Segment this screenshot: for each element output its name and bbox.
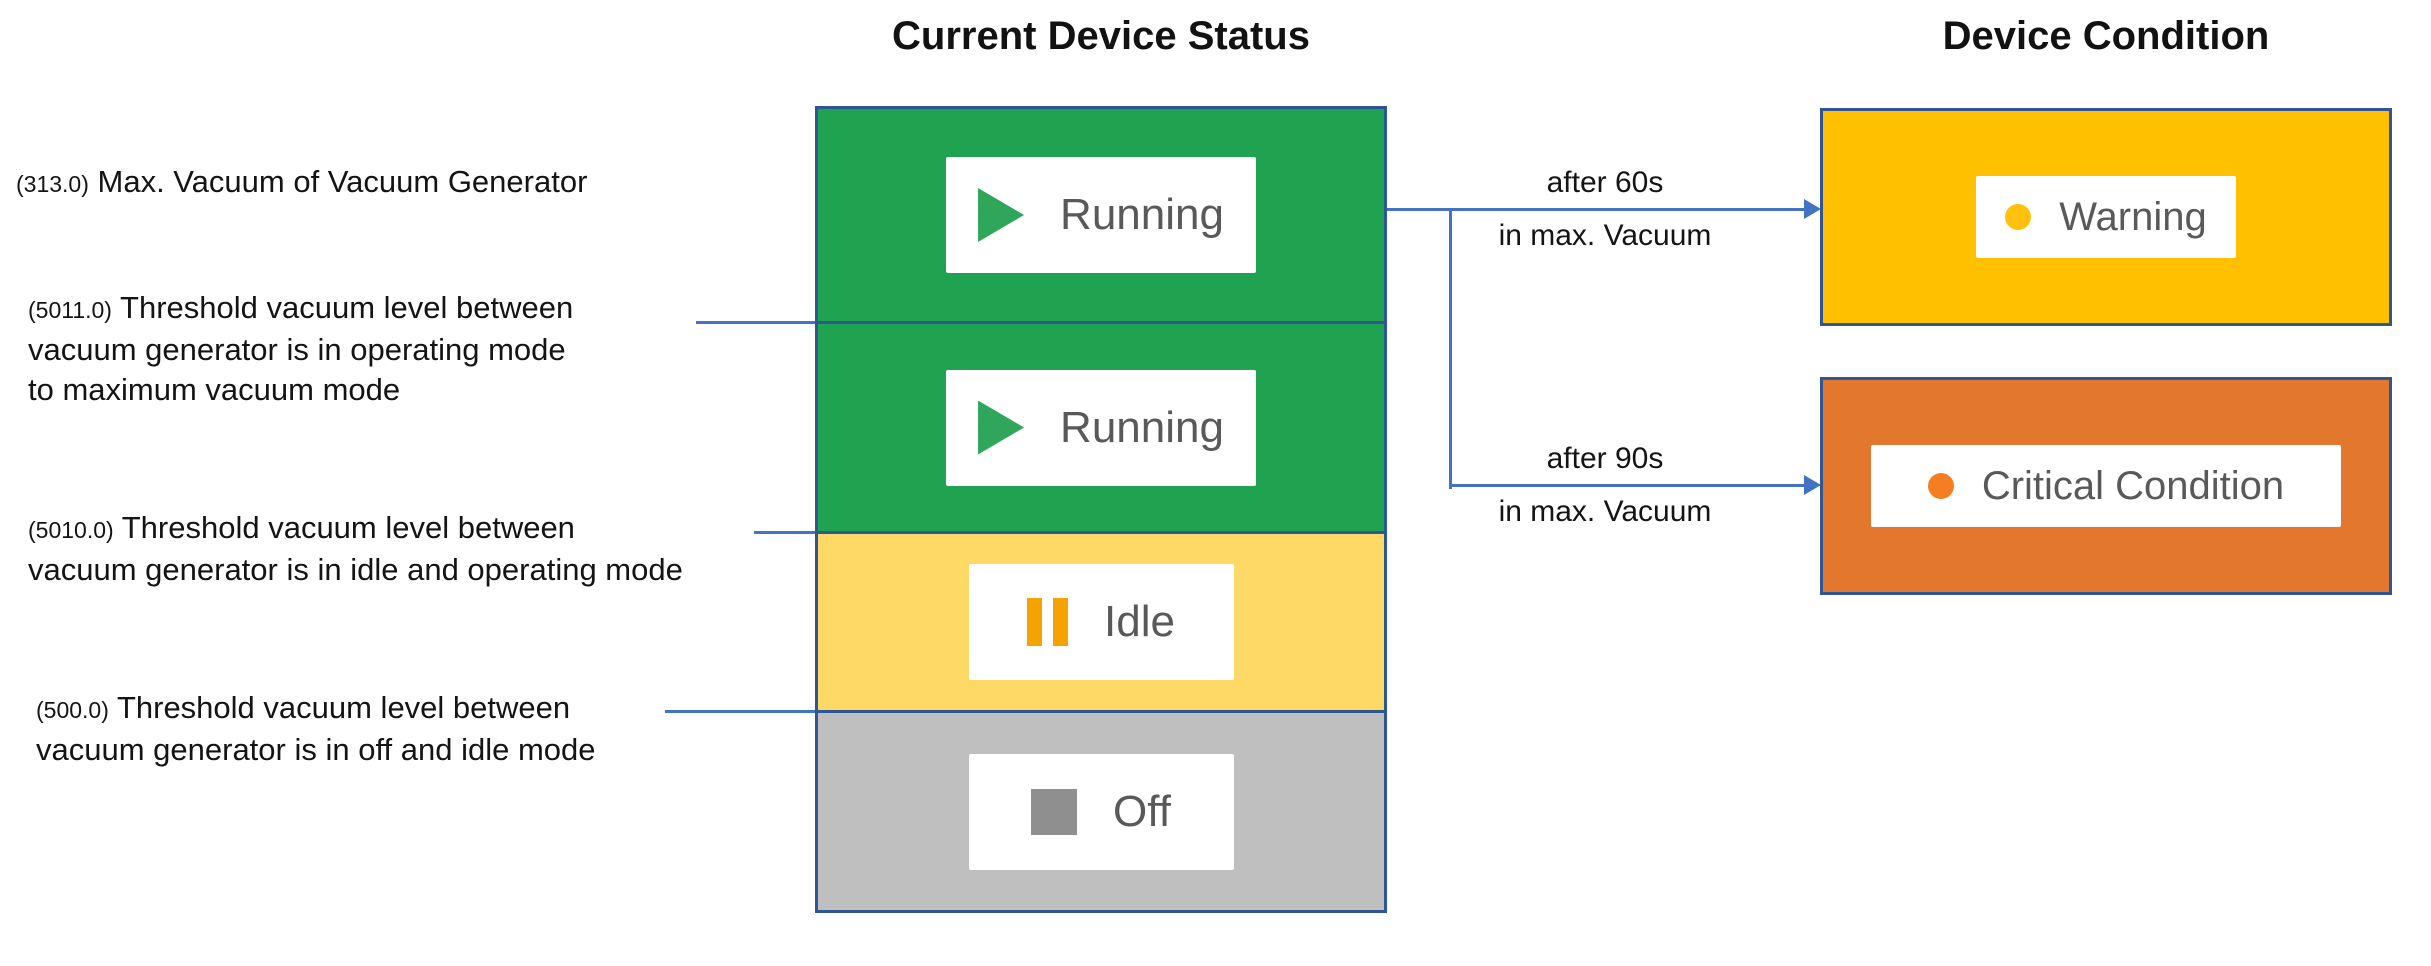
running-label: Running — [1060, 402, 1224, 452]
transition-arrow-warning — [1387, 208, 1806, 211]
threshold-note-operating-to-max: (5011.0) Threshold vacuum level between … — [28, 288, 573, 410]
threshold-line: to maximum vacuum mode — [28, 372, 401, 407]
threshold-line: vacuum generator is in operating mode — [28, 332, 566, 367]
transition-duration-label: after 60s — [1546, 166, 1664, 199]
pause-icon — [1027, 598, 1069, 646]
status-segment-running-max: Running — [815, 106, 1387, 324]
status-segment-off: Off — [815, 710, 1387, 913]
critical-condition-box: Critical Condition — [1820, 377, 2392, 595]
status-segment-idle: Idle — [815, 531, 1387, 713]
device-condition-title: Device Condition — [1942, 14, 2270, 58]
play-icon — [978, 188, 1025, 242]
threshold-line: (313.0) Max. Vacuum of Vacuum Generator — [16, 164, 588, 199]
threshold-connector-line — [754, 531, 815, 534]
threshold-connector-line — [665, 710, 815, 713]
warning-badge: Warning — [1976, 176, 2236, 258]
play-icon — [978, 400, 1025, 455]
warning-label: Warning — [2059, 194, 2207, 239]
transition-arrow-critical — [1449, 484, 1806, 487]
transition-condition-label: in max. Vacuum — [1498, 495, 1712, 528]
threshold-line: vacuum generator is in idle and operatin… — [28, 552, 683, 587]
arrow-junction-line — [1449, 208, 1452, 489]
threshold-note-idle-to-operating: (5010.0) Threshold vacuum level between … — [28, 508, 683, 590]
off-label: Off — [1113, 786, 1171, 836]
threshold-line: (500.0) Threshold vacuum level between — [36, 690, 571, 725]
warning-dot-icon — [2005, 204, 2032, 230]
threshold-note-off-to-idle: (500.0) Threshold vacuum level between v… — [36, 688, 595, 770]
critical-badge: Critical Condition — [1871, 445, 2341, 527]
critical-dot-icon — [1927, 473, 1954, 499]
running-badge: Running — [946, 157, 1256, 273]
critical-label: Critical Condition — [1981, 463, 2285, 508]
idle-label: Idle — [1104, 597, 1175, 646]
idle-badge: Idle — [968, 564, 1234, 680]
status-column: Running Running Idle Off — [815, 106, 1387, 913]
status-column-title: Current Device Status — [892, 14, 1310, 58]
stop-icon — [1031, 788, 1078, 835]
running-badge: Running — [946, 369, 1256, 486]
running-label: Running — [1060, 190, 1224, 239]
threshold-line: vacuum generator is in off and idle mode — [36, 732, 596, 767]
threshold-connector-line — [696, 321, 815, 324]
threshold-line: (5011.0) Threshold vacuum level between — [28, 290, 574, 325]
arrowhead-icon — [1804, 199, 1821, 219]
warning-condition-box: Warning — [1820, 108, 2392, 326]
transition-duration-label: after 90s — [1546, 442, 1664, 475]
status-segment-running: Running — [815, 321, 1387, 534]
transition-condition-label: in max. Vacuum — [1498, 219, 1712, 252]
threshold-line: (5010.0) Threshold vacuum level between — [28, 510, 575, 545]
threshold-note-max-vacuum: (313.0) Max. Vacuum of Vacuum Generator — [16, 162, 587, 204]
arrowhead-icon — [1804, 475, 1821, 495]
off-badge: Off — [968, 753, 1234, 870]
